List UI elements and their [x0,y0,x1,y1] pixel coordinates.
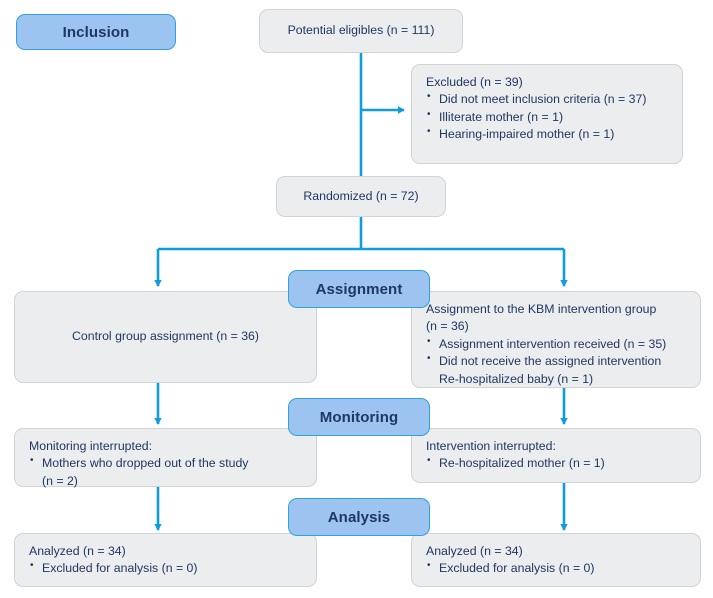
node-control-analysis: Analyzed (n = 34) Excluded for analysis … [14,533,317,587]
list-item-continuation: Re-hospitalized baby (n = 1) [439,371,594,386]
node-intervention-assignment-bullets: Assignment intervention received (n = 35… [426,335,686,388]
list-item: Excluded for analysis (n = 0) [426,559,686,577]
stage-label-monitoring[interactable]: Monitoring [288,398,430,436]
node-excluded: Excluded (n = 39) Did not meet inclusion… [411,64,683,164]
list-item: Re-hospitalized mother (n = 1) [426,454,686,472]
node-control-group-assignment: Control group assignment (n = 36) [14,291,317,383]
stage-label-monitoring-text: Monitoring [319,408,399,426]
node-intervention-monitoring-bullets: Re-hospitalized mother (n = 1) [426,454,686,472]
node-intervention-analysis-bullets: Excluded for analysis (n = 0) [426,559,686,577]
node-control-monitoring-title: Monitoring interrupted: [29,439,153,453]
node-control-monitoring: Monitoring interrupted: Mothers who drop… [14,428,317,490]
node-control-analysis-title: Analyzed (n = 34) [29,544,126,558]
stage-label-analysis[interactable]: Analysis [288,498,430,536]
list-item-text: Did not receive the assigned interventio… [439,354,662,369]
node-randomized: Randomized (n = 72) [276,176,446,217]
node-excluded-title: Excluded (n = 39) [426,75,523,89]
list-item: Assignment intervention received (n = 35… [426,335,686,353]
node-intervention-assignment-title: Assignment to the KBM intervention group [426,302,657,316]
list-item: Illiterate mother (n = 1) [426,108,668,126]
node-intervention-monitoring-title: Intervention interrupted: [426,439,556,453]
list-item-continuation: (n = 2) [42,473,78,488]
node-control-analysis-bullets: Excluded for analysis (n = 0) [29,559,302,577]
node-intervention-analysis-title: Analyzed (n = 34) [426,544,523,558]
stage-label-analysis-text: Analysis [327,508,391,526]
list-item: Mothers who dropped out of the study (n … [29,454,302,490]
stage-label-assignment[interactable]: Assignment [288,270,430,308]
list-item: Hearing-impaired mother (n = 1) [426,125,668,143]
node-excluded-bullets: Did not meet inclusion criteria (n = 37)… [426,90,668,143]
node-control-monitoring-bullets: Mothers who dropped out of the study (n … [29,454,302,490]
node-intervention-monitoring: Intervention interrupted: Re-hospitalize… [411,428,701,483]
node-randomized-title: Randomized (n = 72) [303,188,419,203]
node-potential-eligibles: Potential eligibles (n = 111) [259,9,463,53]
node-control-group-assignment-title: Control group assignment (n = 36) [72,329,259,344]
list-item: Did not meet inclusion criteria (n = 37) [426,90,668,108]
stage-label-inclusion[interactable]: Inclusion [16,14,176,50]
list-item: Excluded for analysis (n = 0) [29,559,302,577]
node-intervention-analysis: Analyzed (n = 34) Excluded for analysis … [411,533,701,587]
node-intervention-assignment-subtitle: (n = 36) [426,319,469,334]
stage-label-assignment-text: Assignment [315,280,403,298]
list-item: Did not receive the assigned interventio… [426,352,686,388]
stage-label-inclusion-text: Inclusion [62,23,130,41]
node-potential-eligibles-title: Potential eligibles (n = 111) [287,23,435,38]
list-item-text: Mothers who dropped out of the study [42,456,249,471]
node-intervention-assignment: Assignment to the KBM intervention group… [411,291,701,388]
